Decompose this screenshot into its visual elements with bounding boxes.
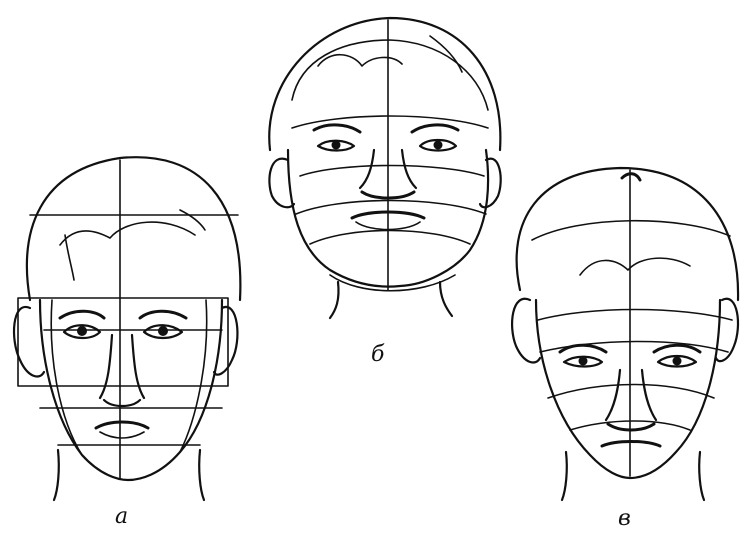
head-b-drawing: [269, 18, 500, 318]
head-c-drawing: [512, 168, 738, 500]
head-a-drawing: [14, 157, 240, 500]
figure-label-b: б: [371, 344, 384, 366]
figure-label-c: в: [618, 508, 631, 530]
figure-label-a: а: [115, 506, 128, 528]
